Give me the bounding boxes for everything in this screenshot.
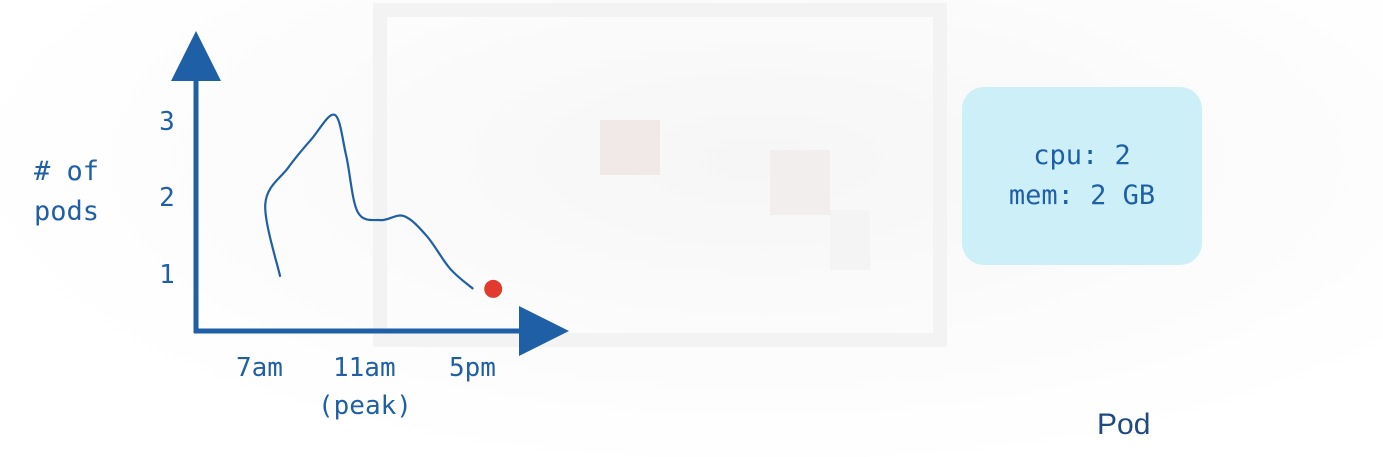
pod-caption: Pod bbox=[1097, 408, 1151, 441]
pod-resource-card: cpu: 2 mem: 2 GB bbox=[962, 87, 1202, 265]
x-tick-label: 5pm bbox=[449, 353, 496, 383]
y-axis-label-line-2: pods bbox=[34, 196, 100, 227]
y-axis-label-line-1: # of bbox=[34, 156, 100, 187]
current-point-marker bbox=[484, 279, 503, 298]
y-tick-label: 1 bbox=[159, 260, 175, 290]
y-tick-label: 3 bbox=[159, 107, 175, 137]
series-line bbox=[264, 113, 474, 290]
y-tick-label: 2 bbox=[159, 183, 175, 213]
x-tick-note: (peak) bbox=[318, 391, 412, 421]
x-tick-label: 7am bbox=[236, 353, 283, 383]
pod-cpu-spec: cpu: 2 bbox=[1033, 140, 1131, 171]
y-axis-label: # of pods bbox=[34, 152, 99, 232]
x-tick-label: 11am bbox=[333, 353, 396, 383]
pod-mem-spec: mem: 2 GB bbox=[1008, 180, 1156, 211]
